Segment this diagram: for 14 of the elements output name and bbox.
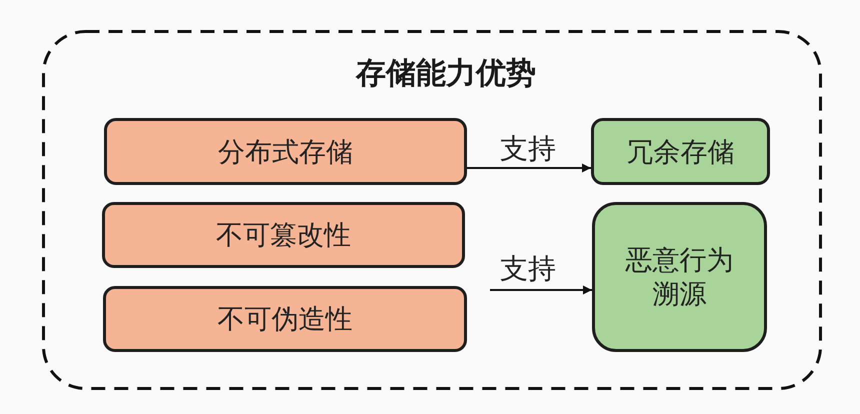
box-label: 分布式存储 [218,136,353,168]
rounded-box [102,202,465,268]
group-title: 存储能力优势 [356,57,536,90]
box-label: 不可篡改性 [216,219,351,252]
box-label: 恶意行为溯源 [624,244,734,311]
dashed-group-outline [42,30,822,390]
arrow [490,286,592,294]
rounded-box [592,202,767,352]
box-label: 冗余存储 [626,136,734,168]
rounded-box [104,118,467,185]
arrow [467,164,591,172]
box-label: 不可伪造性 [218,303,352,336]
rounded-box [103,286,467,352]
rounded-box [591,118,770,185]
